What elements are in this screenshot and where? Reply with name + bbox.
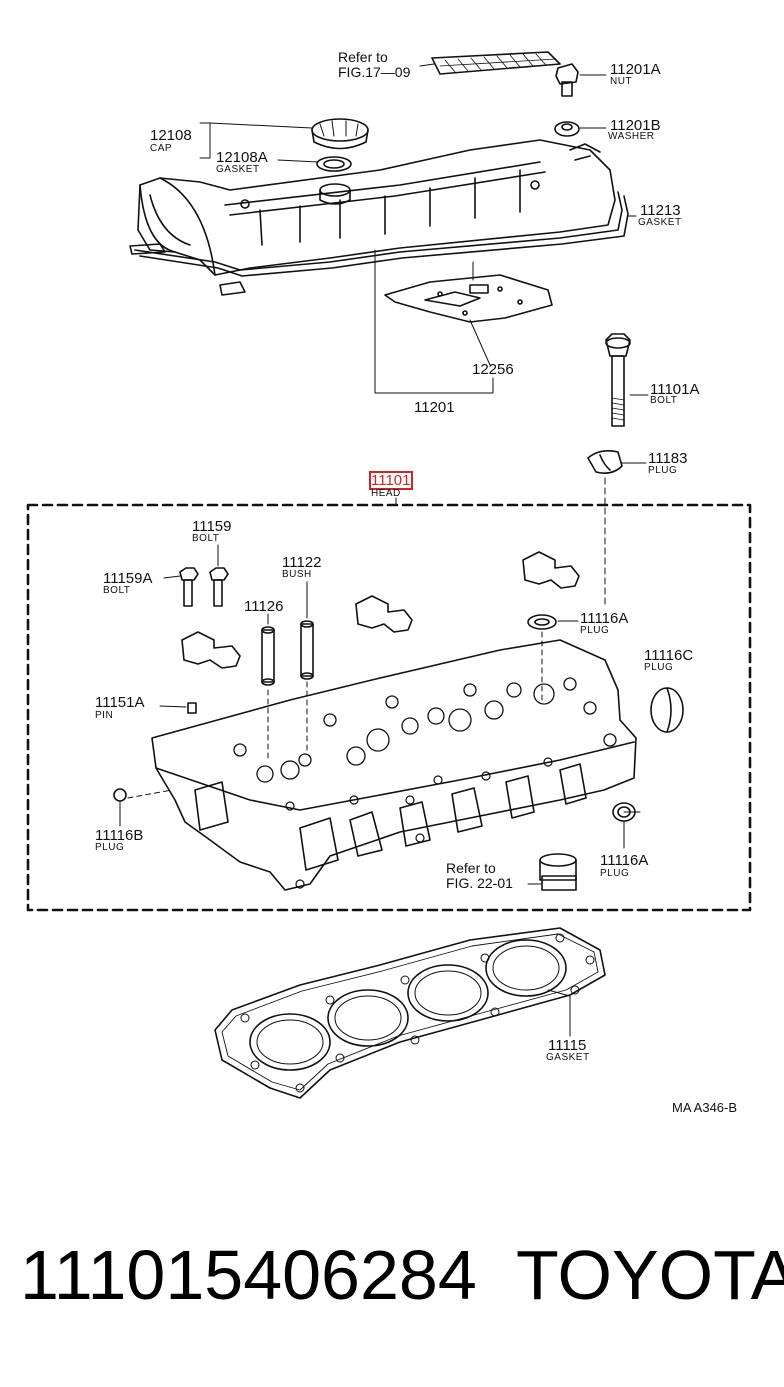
part-11115-number[interactable]: 11115 <box>548 1037 587 1054</box>
refer-fig17-label: Refer to FIG.17—09 <box>338 50 410 79</box>
washer-11201b-part <box>554 121 607 137</box>
refer-fig17-line1: Refer to <box>338 49 388 65</box>
part-11116c-number[interactable]: 11116C <box>644 647 694 664</box>
bush-11122-part <box>300 581 314 680</box>
part-11151a-desc: PIN <box>95 710 114 721</box>
part-11101-desc: HEAD <box>371 488 401 499</box>
part-11151a-number[interactable]: 11151A <box>95 694 145 711</box>
part-11183-desc: PLUG <box>648 465 678 476</box>
part-12256-number[interactable]: 12256 <box>472 361 514 378</box>
part-12108-number[interactable]: 12108 <box>150 127 192 144</box>
part-11201a-number[interactable]: 11201A <box>610 61 661 78</box>
footer-brand: TOYOTA <box>516 1236 784 1314</box>
refer-fig22-line1: Refer to <box>446 860 496 876</box>
bolt-11159a-part <box>163 567 199 607</box>
part-11159a-desc: BOLT <box>103 585 131 596</box>
nut-11201a-part <box>555 63 607 97</box>
bolt-11159-part <box>209 544 229 607</box>
refer-fig22-line2: FIG. 22-01 <box>446 874 513 891</box>
part-11116b-desc: PLUG <box>95 842 125 853</box>
bearing-caps-part <box>181 551 580 669</box>
refer-fig22-label: Refer to FIG. 22-01 <box>446 861 513 890</box>
part-11122-number[interactable]: 11122 <box>282 554 322 571</box>
part-11116b-number[interactable]: 11116B <box>95 827 144 844</box>
drawing-code: MA A346-B <box>672 1100 738 1115</box>
refer-fig17-line2: FIG.17—09 <box>338 63 411 80</box>
part-11115-desc: GASKET <box>546 1052 590 1063</box>
part-12108a-number[interactable]: 12108A <box>216 149 268 166</box>
oil-cap-12108-part <box>311 118 369 172</box>
part-11201b-number[interactable]: 11201B <box>610 117 661 134</box>
part-12108a-desc: GASKET <box>216 164 260 175</box>
part-11126-number[interactable]: 11126 <box>244 598 284 615</box>
cylinder-head-11101-part <box>151 639 641 891</box>
part-11201a-desc: NUT <box>610 76 633 87</box>
part-11201-number[interactable]: 11201 <box>414 399 455 416</box>
plug-11116b-part <box>113 788 173 827</box>
plug-11116a-bottom-part <box>612 802 636 849</box>
bush-11126-part <box>261 613 308 761</box>
head-bolt-11101a-part <box>605 333 649 427</box>
pin-11151a-part <box>159 702 197 714</box>
part-11101-number-highlighted[interactable]: 11101 <box>369 471 413 490</box>
leader-11201 <box>374 249 494 394</box>
injector-sleeve-part <box>527 853 577 891</box>
head-cover-11201-part <box>129 139 637 296</box>
insulator-mesh-part <box>419 51 561 75</box>
part-11183-number[interactable]: 11183 <box>648 450 688 467</box>
part-11213-desc: GASKET <box>638 217 682 228</box>
plate-12256-part <box>384 261 553 366</box>
part-11159-desc: BOLT <box>192 533 220 544</box>
plug-11183-part <box>587 450 647 606</box>
part-11116a-bottom-desc: PLUG <box>600 868 630 879</box>
part-11116c-desc: PLUG <box>644 662 674 673</box>
footer-part-number: 111015406284 <box>20 1236 477 1314</box>
plug-11116c-part <box>650 687 684 733</box>
part-11159a-number[interactable]: 11159A <box>103 570 153 587</box>
part-11116a-top-number[interactable]: 11116A <box>580 610 629 627</box>
part-11101a-desc: BOLT <box>650 395 678 406</box>
part-11159-number[interactable]: 11159 <box>192 518 232 535</box>
part-11116a-bottom-number[interactable]: 11116A <box>600 852 649 869</box>
part-11122-desc: BUSH <box>282 569 312 580</box>
part-12108-desc: CAP <box>150 143 173 154</box>
part-11213-number[interactable]: 11213 <box>640 202 681 219</box>
head-assembly-box <box>26 497 752 912</box>
head-gasket-11115-part <box>214 927 606 1099</box>
part-11101a-number[interactable]: 11101A <box>650 381 700 398</box>
part-11201b-desc: WASHER <box>608 131 655 142</box>
part-11116a-top-desc: PLUG <box>580 625 610 636</box>
leader-12108 <box>199 122 319 163</box>
plug-11116a-top-part <box>527 614 579 701</box>
